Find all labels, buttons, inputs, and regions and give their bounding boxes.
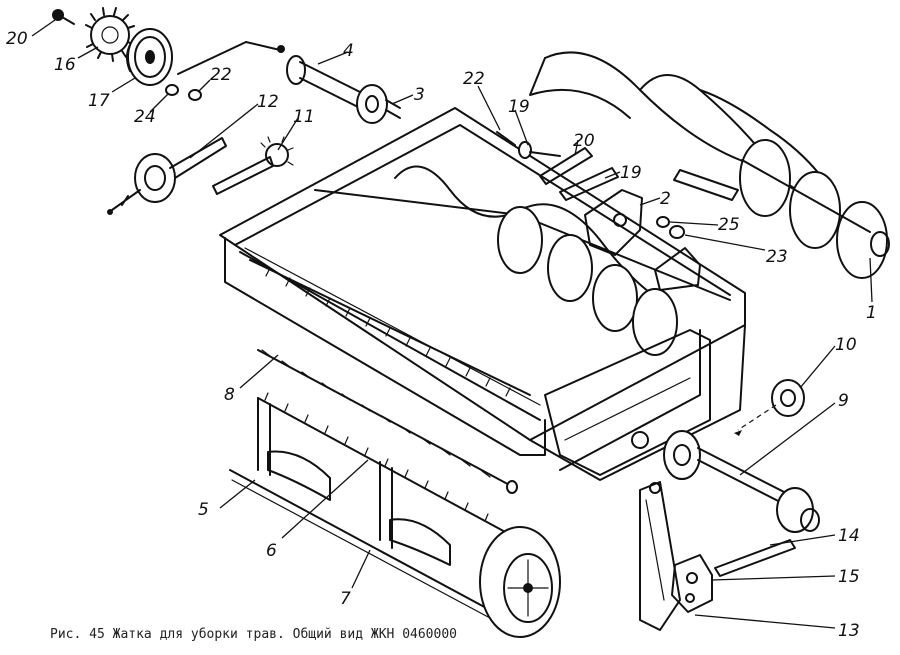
callout-19-top: 19 (508, 97, 530, 117)
washer-22 (188, 89, 202, 101)
bolt-22 (496, 131, 516, 146)
callout-8: 8 (224, 385, 235, 405)
knife-8 (257, 349, 518, 494)
nut-23 (669, 225, 685, 239)
side-plate (544, 329, 711, 476)
tensioner-12 (107, 137, 227, 215)
callout-5: 5 (198, 500, 209, 520)
nut-24 (165, 84, 179, 96)
callout-19-mid: 19 (620, 163, 642, 183)
callout-7: 7 (340, 589, 351, 609)
callout-11: 11 (293, 107, 315, 127)
shaft-9 (663, 430, 820, 533)
callout-17: 17 (88, 91, 110, 111)
link-19 (559, 167, 619, 201)
link-14 (714, 539, 796, 577)
bolt-20 (52, 9, 75, 25)
callout-6: 6 (266, 541, 277, 561)
callout-20: 20 (6, 29, 28, 49)
callout-22-right: 22 (463, 69, 485, 89)
callout-1: 1 (866, 303, 877, 323)
pulley-10 (734, 379, 805, 436)
shaft-4 (177, 41, 361, 109)
link-20 (539, 147, 593, 185)
reel-frame (229, 392, 521, 619)
figure-caption: Рис. 45 Жатка для уборки трав. Общий вид… (50, 627, 457, 642)
callout-20-right: 20 (573, 131, 595, 151)
callout-23: 23 (766, 247, 788, 267)
wheel (479, 526, 561, 638)
auger-1 (529, 51, 890, 279)
arm-13 (639, 481, 681, 631)
finger-bar (244, 247, 541, 406)
bracket-2 (584, 189, 643, 256)
callout-13: 13 (838, 621, 860, 641)
callout-24: 24 (134, 107, 156, 127)
callout-25: 25 (718, 215, 740, 235)
flange-3 (356, 84, 401, 124)
callout-16: 16 (54, 55, 76, 75)
bolt-19 (518, 141, 561, 159)
callout-22-left: 22 (210, 65, 232, 85)
callout-3: 3 (414, 85, 425, 105)
bracket-right (654, 247, 701, 291)
callout-4: 4 (343, 41, 354, 61)
pulley-17 (126, 28, 173, 86)
callout-10: 10 (835, 335, 857, 355)
callout-12: 12 (257, 92, 279, 112)
leader-lines (31, 19, 873, 629)
callout-9: 9 (838, 391, 849, 411)
callout-14: 14 (838, 526, 860, 546)
callout-15: 15 (838, 567, 860, 587)
inner-auger (394, 165, 678, 356)
washer-25 (656, 216, 670, 228)
callout-2: 2 (660, 189, 671, 209)
tensioner-11 (212, 136, 294, 195)
bracket-15 (671, 554, 713, 613)
